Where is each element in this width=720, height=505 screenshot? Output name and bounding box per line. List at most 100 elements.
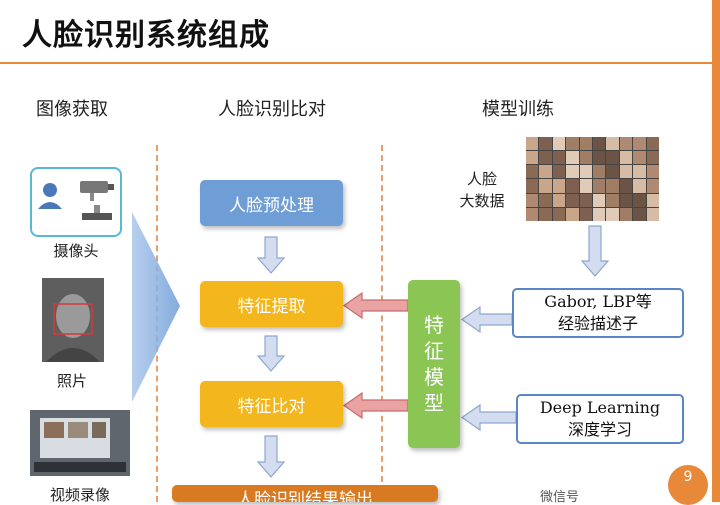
gabor-lbp-line2: 经验描述子 xyxy=(557,314,638,333)
face-tile xyxy=(592,165,606,179)
face-tile xyxy=(646,137,659,151)
face-tile xyxy=(552,137,566,151)
feature-model-char-1: 特 xyxy=(424,313,444,337)
down-arrow-3 xyxy=(256,435,286,478)
face-tile xyxy=(566,151,579,165)
face-tile xyxy=(552,207,566,221)
deep-learning-line2: 深度学习 xyxy=(567,420,632,439)
feature-model-box: 特 征 模 型 xyxy=(408,280,460,448)
face-tile xyxy=(633,137,646,151)
column-header-acquisition: 图像获取 xyxy=(36,99,108,120)
face-tile xyxy=(633,193,646,207)
face-tile xyxy=(566,137,579,151)
deep-learning-line1: Deep Learning xyxy=(539,398,661,417)
face-tile xyxy=(619,207,633,221)
feature-model-char-3: 模 xyxy=(424,365,444,389)
face-tile xyxy=(619,193,633,207)
face-tile xyxy=(633,207,646,221)
column-separator-right xyxy=(381,145,383,502)
face-tile xyxy=(566,165,579,179)
photo-caption: 照片 xyxy=(56,372,87,390)
face-tile xyxy=(646,207,659,221)
camera-caption: 摄像头 xyxy=(53,242,99,260)
deep-learning-box: Deep Learning 深度学习 xyxy=(516,394,684,444)
face-tile xyxy=(646,193,659,207)
column-header-recognition: 人脸识别比对 xyxy=(218,99,326,120)
face-tile xyxy=(592,137,606,151)
face-tile xyxy=(619,165,633,179)
slide-title: 人脸识别系统组成 xyxy=(22,18,270,53)
face-tile xyxy=(619,137,633,151)
photo-image xyxy=(42,278,104,362)
face-tile xyxy=(619,179,633,193)
down-arrow-1 xyxy=(256,236,286,274)
face-tile xyxy=(646,165,659,179)
video-caption: 视频录像 xyxy=(49,486,110,504)
preprocess-box: 人脸预处理 xyxy=(200,180,343,226)
face-tile xyxy=(579,165,592,179)
video-recording-icon xyxy=(30,410,130,476)
bigdata-label: 人脸 大数据 xyxy=(452,168,512,212)
input-funnel-arrow xyxy=(132,212,180,402)
face-tile xyxy=(606,179,619,193)
face-tile xyxy=(606,207,619,221)
page-number: 9 xyxy=(668,465,708,505)
bigdata-label-line2: 大数据 xyxy=(459,192,505,210)
face-tile xyxy=(539,165,552,179)
feature-extract-box: 特征提取 xyxy=(200,281,343,327)
face-tile xyxy=(579,151,592,165)
face-tile xyxy=(619,151,633,165)
model-to-compare-arrow xyxy=(342,391,409,420)
face-tile xyxy=(592,151,606,165)
face-tile xyxy=(606,193,619,207)
face-tile xyxy=(552,179,566,193)
face-tile xyxy=(579,193,592,207)
gabor-lbp-line1: Gabor, LBP等 xyxy=(544,292,652,311)
face-photo-icon xyxy=(42,278,104,362)
face-tile xyxy=(579,137,592,151)
face-tile xyxy=(526,137,539,151)
feature-compare-box: 特征比对 xyxy=(200,381,343,427)
feature-model-char-4: 型 xyxy=(424,391,444,415)
gabor-to-model-arrow xyxy=(460,305,513,334)
face-tile xyxy=(566,179,579,193)
face-tile xyxy=(526,179,539,193)
face-tile xyxy=(646,179,659,193)
face-tile xyxy=(526,207,539,221)
face-tile xyxy=(566,193,579,207)
face-tile xyxy=(633,151,646,165)
face-tile xyxy=(579,207,592,221)
face-tile xyxy=(606,137,619,151)
watermark-text: 微信号 xyxy=(540,490,580,505)
face-tile xyxy=(646,151,659,165)
face-tile xyxy=(579,179,592,193)
face-tile xyxy=(539,179,552,193)
model-to-extract-arrow xyxy=(342,291,409,320)
down-arrow-2 xyxy=(256,335,286,372)
face-tile xyxy=(592,207,606,221)
gabor-lbp-box: Gabor, LBP等 经验描述子 xyxy=(512,288,684,338)
face-tile xyxy=(539,207,552,221)
face-tile xyxy=(606,165,619,179)
camera-icon xyxy=(38,181,114,220)
face-tile xyxy=(633,165,646,179)
title-divider xyxy=(0,62,720,64)
result-output-box: 人脸识别结果输出 xyxy=(172,485,438,502)
face-tile xyxy=(633,179,646,193)
feature-model-char-2: 征 xyxy=(424,339,444,363)
deep-to-model-arrow xyxy=(460,403,517,432)
camera-image xyxy=(30,167,122,237)
face-tile xyxy=(526,151,539,165)
right-accent-bar xyxy=(712,0,720,502)
down-arrow-training xyxy=(580,225,610,277)
face-tile xyxy=(552,165,566,179)
face-tile xyxy=(566,207,579,221)
face-tile xyxy=(592,179,606,193)
face-tile xyxy=(592,193,606,207)
face-tile xyxy=(539,137,552,151)
face-dataset-mosaic xyxy=(526,137,659,221)
face-tile xyxy=(539,151,552,165)
face-tile xyxy=(526,165,539,179)
bigdata-label-line1: 人脸 xyxy=(466,170,497,188)
video-image xyxy=(30,410,130,476)
